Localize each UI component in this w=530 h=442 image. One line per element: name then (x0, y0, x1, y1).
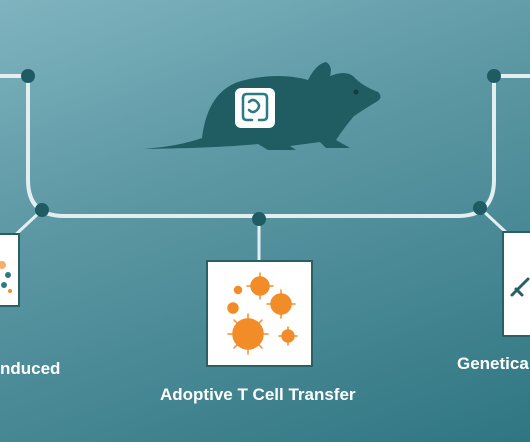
mouse-silhouette-icon (144, 62, 381, 150)
node-left (35, 203, 49, 217)
card-chemical-induced (0, 233, 20, 307)
t-cell-cluster-icon (227, 272, 298, 355)
node-top-left (21, 69, 35, 83)
intestine-icon (241, 92, 269, 122)
chemical-induced-icon (0, 261, 12, 293)
card-adoptive-t-cell (206, 260, 313, 367)
label-center: Adoptive T Cell Transfer (160, 385, 356, 404)
gene-tool-icon (510, 277, 530, 297)
node-right (473, 201, 487, 215)
node-center (252, 212, 266, 226)
label-right: Genetica (457, 354, 529, 373)
card-genetically-engineered (502, 231, 530, 337)
node-top-right (487, 69, 501, 83)
label-left: nduced (0, 359, 61, 378)
